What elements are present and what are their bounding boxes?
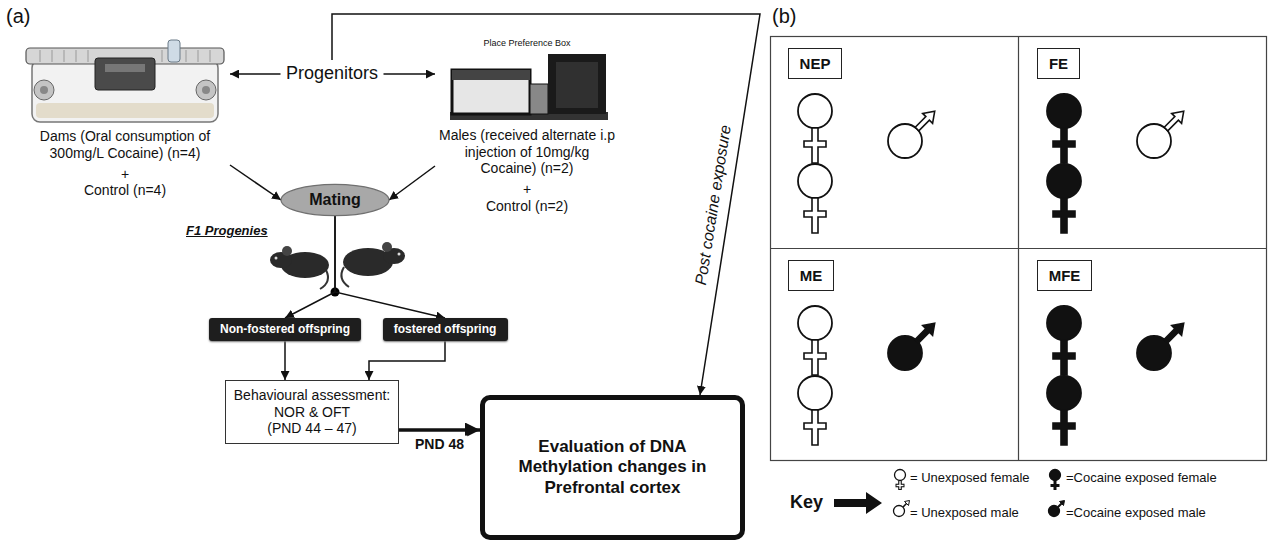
group-label-box: ME (788, 260, 834, 291)
process-text: NOR & OFT (PND 44 – 47) (260, 404, 365, 438)
ellipse-outline (281, 184, 389, 215)
progenitor-text: + (523, 181, 531, 198)
legend-text: =Cocaine exposed female (1066, 470, 1217, 485)
legend-text: = Unexposed male (910, 505, 1019, 520)
connector (369, 341, 445, 380)
edge-label: Post cocaine exposure (690, 120, 735, 289)
process-ellipse: Mating (280, 183, 390, 217)
stage-label: Progenitors (281, 60, 384, 88)
group-caption: F1 Progenies (186, 223, 268, 239)
mouse-cage (26, 40, 224, 122)
connector (384, 73, 436, 75)
legend-item: = Unexposed female (910, 467, 1030, 486)
process-text: Behavioural assessment: (234, 387, 390, 404)
progenitor-group: Place Preference BoxMales (received alte… (435, 36, 619, 234)
panel-label: (b) (772, 4, 796, 28)
progenitor-text: Dams (Oral consumption of 300mg/L Cocain… (28, 128, 223, 162)
connector (332, 14, 760, 395)
legend-title: Key (790, 492, 823, 514)
outcome-text: Evaluation of DNA Methylation changes in… (503, 437, 723, 498)
progenitor-text: Males (received alternate i.p injection … (438, 127, 616, 177)
progenitor-text: Place Preference Box (483, 38, 570, 49)
group-label-box: FE (1037, 48, 1080, 79)
legend-item: = Unexposed male (910, 502, 1019, 521)
progenitor-text: + (121, 166, 129, 183)
legend-item: =Cocaine exposed female (1066, 467, 1217, 486)
connector (335, 215, 445, 318)
group-label: MFE (1049, 267, 1081, 285)
progenitor-group: Dams (Oral consumption of 300mg/L Cocain… (20, 40, 230, 206)
connector (389, 166, 435, 200)
process-box: Behavioural assessment:NOR & OFT (PND 44… (225, 380, 399, 444)
legend-text: =Cocaine exposed male (1066, 505, 1206, 520)
sex-symbols (798, 94, 1189, 445)
group-label: FE (1049, 55, 1068, 73)
group-text: Non-fostered offspring (220, 322, 350, 336)
connector (284, 341, 286, 380)
outcome-box: Evaluation of DNA Methylation changes in… (480, 395, 745, 540)
mice-illustration (270, 242, 405, 297)
legend-item: =Cocaine exposed male (1066, 502, 1206, 521)
group-label: ME (800, 267, 823, 285)
legend-text: = Unexposed female (910, 470, 1030, 485)
group-banner: Non-fostered offspring (209, 318, 361, 341)
group-label: NEP (800, 55, 831, 73)
progenitor-text: Control (n=2) (486, 198, 568, 215)
connector (230, 73, 281, 75)
place-preference-box (450, 54, 608, 120)
connector (399, 428, 480, 432)
group-label-box: MFE (1037, 260, 1092, 291)
panel-label: (a) (6, 4, 30, 28)
connector (230, 165, 281, 200)
stage-text: Progenitors (286, 63, 378, 85)
process-text: Mating (309, 190, 361, 209)
group-banner: fostered offspring (383, 318, 508, 341)
progenitor-text: Control (n=4) (84, 182, 166, 199)
group-text: fostered offspring (394, 322, 497, 336)
edge-label: PND 48 (412, 436, 467, 453)
connector (285, 215, 335, 318)
group-label-box: NEP (788, 48, 842, 79)
panel-frame (771, 37, 1267, 461)
